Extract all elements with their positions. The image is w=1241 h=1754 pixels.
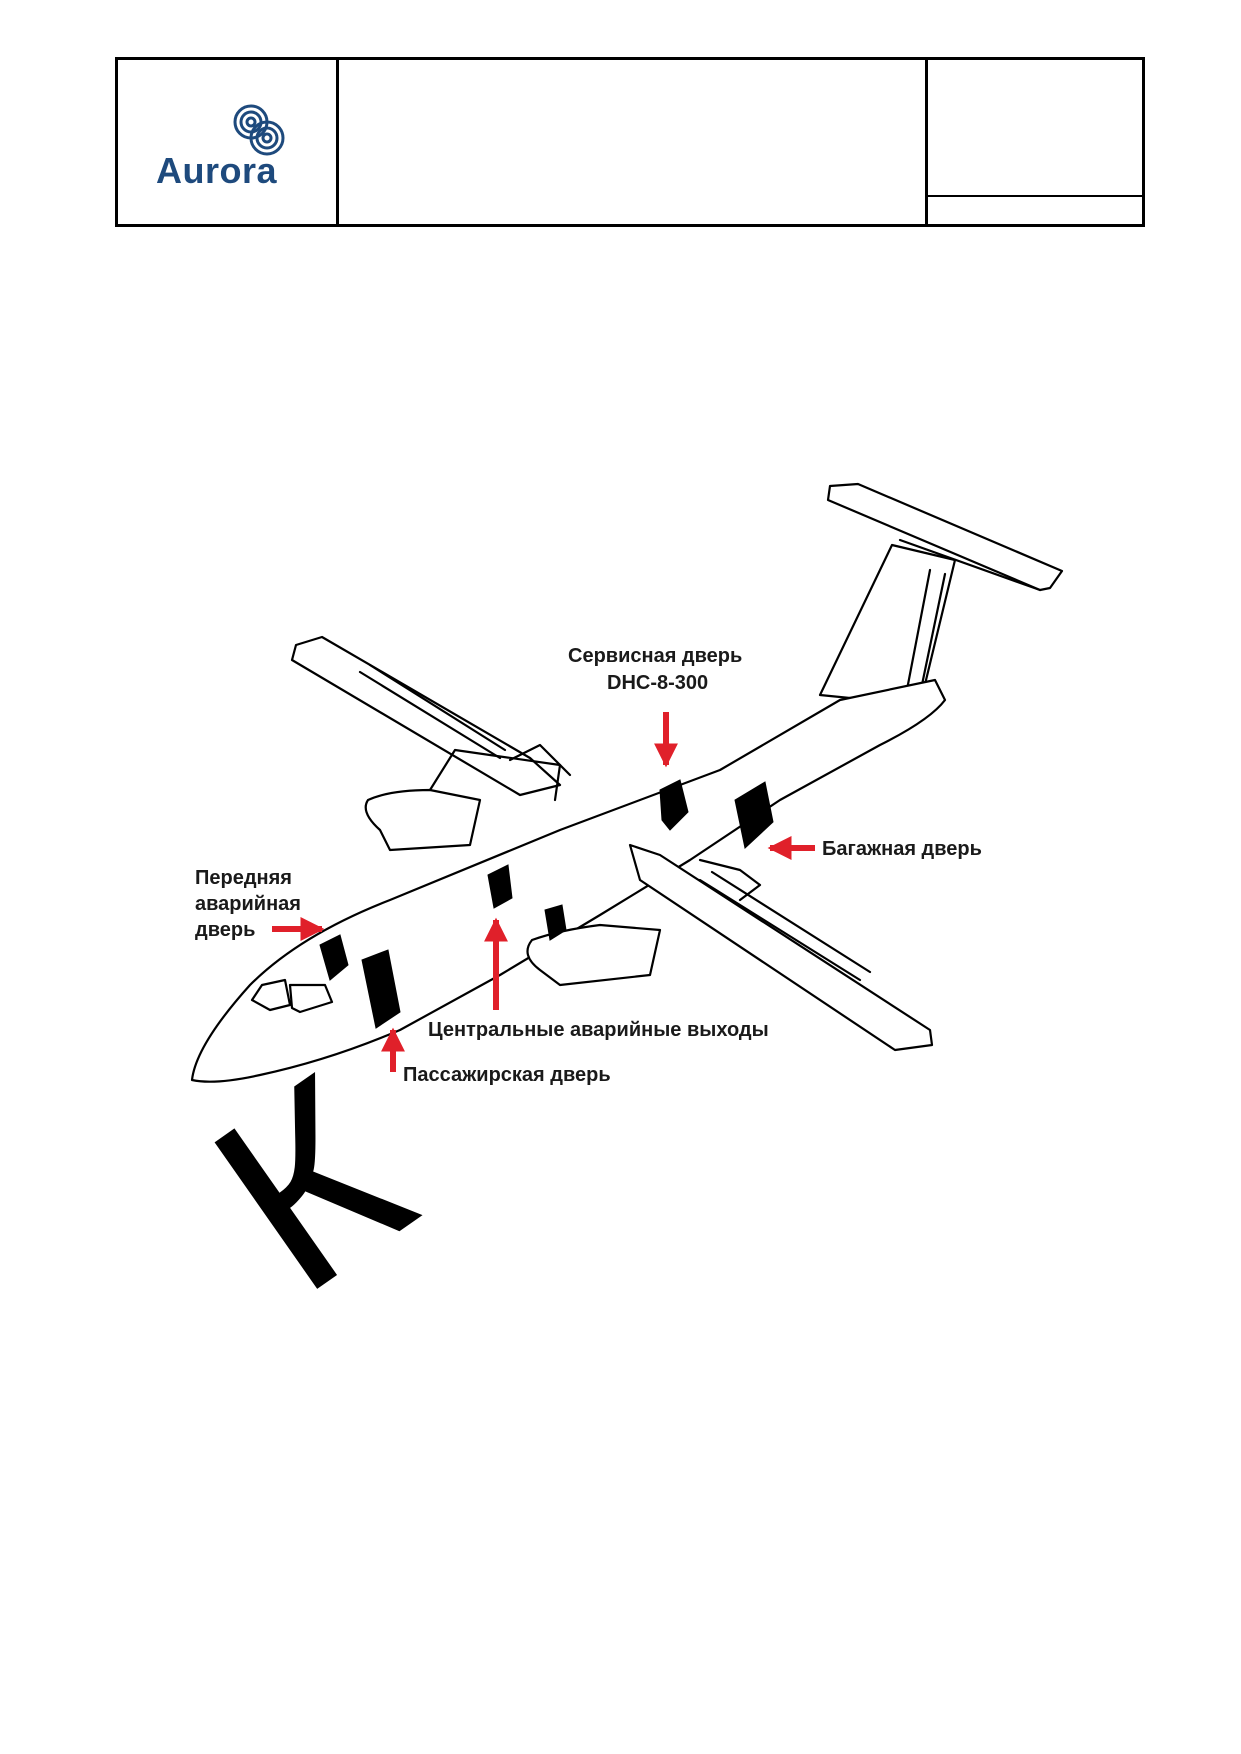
left-engine	[364, 788, 482, 852]
document-code-cell	[928, 60, 1142, 197]
label-center-exits: Центральные аварийные выходы	[428, 1019, 769, 1041]
passenger-door	[361, 949, 401, 1029]
label-baggage-door: Багажная дверь	[822, 838, 982, 860]
logo-cell: Aurora	[118, 60, 339, 224]
horizontal-stabilizer	[826, 482, 1064, 592]
front-emergency-door	[319, 934, 349, 981]
right-engine	[526, 923, 662, 987]
document-info-cell	[928, 60, 1142, 224]
label-front-exit-line2: аварийная	[195, 893, 301, 915]
aircraft-drawing	[190, 482, 1064, 1083]
pointer-arrows	[272, 712, 815, 1072]
label-front-exit-line3: дверь	[195, 919, 255, 941]
label-service-door-line2: DHC-8-300	[607, 672, 708, 694]
label-front-exit-line1: Передняя	[195, 867, 292, 889]
label-service-door-line1: Сервисная дверь	[568, 645, 742, 667]
baggage-door	[734, 781, 774, 849]
center-emergency-exit-2	[544, 904, 567, 941]
aurora-rings-icon	[233, 104, 285, 156]
company-logo: Aurora	[156, 150, 278, 191]
label-passenger-door: Пассажирская дверь	[403, 1064, 611, 1086]
right-wing	[628, 843, 934, 1052]
document-header: Aurora	[115, 57, 1145, 227]
cockpit-windows	[250, 978, 334, 1014]
left-wing	[290, 635, 562, 797]
document-title-cell	[339, 60, 928, 224]
service-door	[659, 779, 689, 831]
doors	[319, 779, 774, 1029]
center-emergency-exit-1	[487, 864, 513, 909]
